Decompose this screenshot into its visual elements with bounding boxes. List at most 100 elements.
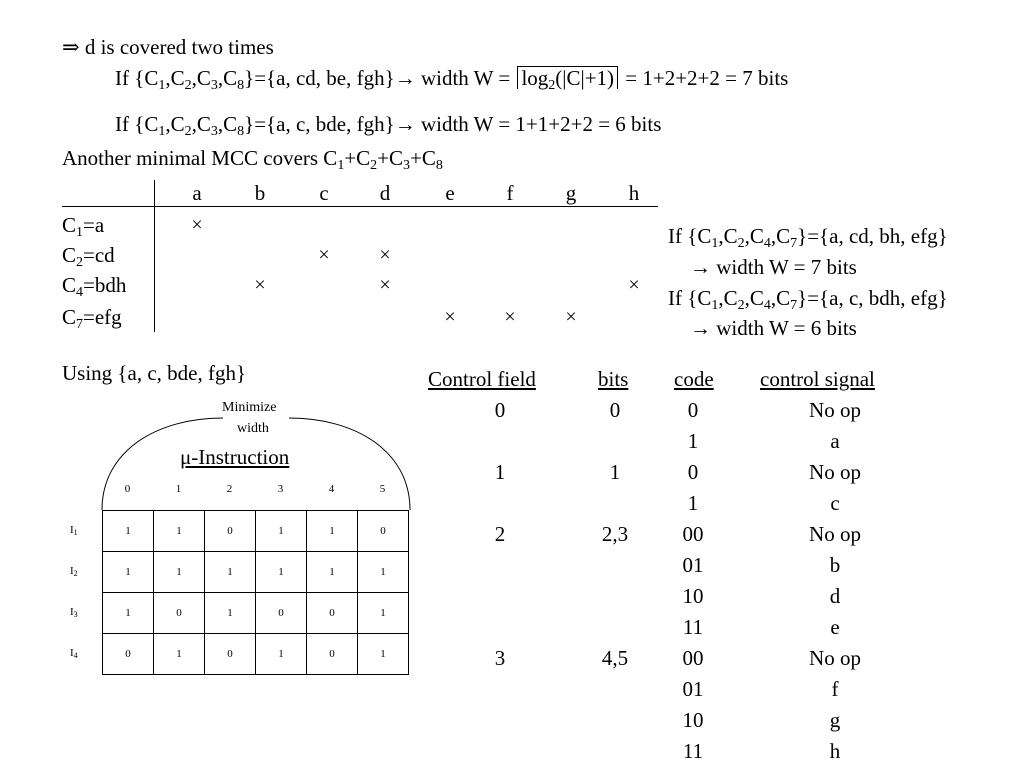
control-table-signal: No op [809,460,861,484]
mcc-row-label: C1=a [62,213,105,240]
control-table-code: 10 [682,584,704,608]
cover-mark: × [504,306,516,328]
micro-instruction-title: μ-Instruction [180,445,290,469]
ceiling-bracket: log2(|C|+1) [517,66,619,93]
intro-line-2: If {C1,C2,C3,C8}={a, cd, be, fgh}→ width… [115,66,789,93]
mcc-col-h: h [628,181,640,205]
using-label: Using {a, c, bde, fgh} [62,361,247,385]
micro-grid-cell: 1 [306,510,358,552]
control-table-signal: h [829,739,841,763]
control-table-bits: 1 [609,460,621,484]
header-control-field: Control field [428,367,536,391]
mcc-horizontal-rule [62,206,658,207]
mcc-row-label: C7=efg [62,305,122,332]
micro-grid-cell: 1 [357,633,409,675]
control-table-signal: No op [809,646,861,670]
micro-row-label: I2 [70,565,78,578]
micro-grid-cell: 0 [204,633,256,675]
micro-col-number: 5 [379,483,386,495]
micro-grid-cell: 1 [102,592,154,634]
intro-line-3: If {C1,C2,C3,C8}={a, c, bde, fgh}→ width… [115,112,662,139]
micro-grid-cell: 1 [153,551,205,593]
side-note-1: If {C1,C2,C4,C7}={a, cd, bh, efg} [668,224,948,251]
micro-grid-cell: 0 [102,633,154,675]
control-table-bits: 4,5 [601,646,629,670]
intro-line-4: Another minimal MCC covers C1+C2+C3+C8 [62,146,443,173]
control-table-signal: d [829,584,841,608]
control-table-signal: f [831,677,839,701]
cover-mark: × [565,306,577,328]
control-table-code: 1 [687,491,699,515]
mcc-col-e: e [445,181,455,205]
cover-mark: × [444,306,456,328]
micro-row-label: I4 [70,647,78,660]
micro-grid-cell: 0 [357,510,409,552]
header-code: code [674,367,714,391]
mcc-vertical-rule [154,180,155,332]
control-table-code: 01 [682,677,704,701]
control-table-field: 3 [494,646,506,670]
cover-mark: × [379,244,391,266]
micro-instruction-arch [101,417,411,511]
mcc-col-f: f [506,181,514,205]
control-table-code: 01 [682,553,704,577]
micro-grid-cell: 0 [306,592,358,634]
control-table-signal: c [830,491,840,515]
control-table-code: 0 [687,460,699,484]
micro-grid-cell: 1 [357,551,409,593]
control-table-signal: b [829,553,841,577]
micro-grid-cell: 1 [204,551,256,593]
micro-grid-cell: 1 [255,510,307,552]
micro-grid-cell: 1 [153,633,205,675]
mcc-col-b: b [254,181,266,205]
header-bits: bits [598,367,629,391]
cover-mark: × [318,244,330,266]
micro-col-number: 2 [226,483,233,495]
control-table-field: 0 [494,398,506,422]
micro-grid-cell: 1 [102,551,154,593]
micro-grid-cell: 1 [255,633,307,675]
side-note-2-result: → width W = 6 bits [690,316,857,340]
control-table-signal: No op [809,522,861,546]
control-table-bits: 2,3 [601,522,629,546]
mcc-col-c: c [319,181,329,205]
control-table-signal: a [830,429,840,453]
control-table-signal: e [830,615,840,639]
micro-grid-cell: 1 [357,592,409,634]
control-table-bits: 0 [609,398,621,422]
cover-mark: × [191,214,203,236]
micro-grid-cell: 1 [255,551,307,593]
cover-mark: × [628,274,640,296]
micro-row-label: I3 [70,606,78,619]
micro-col-number: 0 [124,483,131,495]
mcc-row-label: C4=bdh [62,273,127,300]
control-table-signal: No op [809,398,861,422]
minimize-label: Minimize [222,400,277,415]
header-control-signal: control signal [760,367,875,391]
micro-grid-cell: 1 [306,551,358,593]
micro-col-number: 4 [328,483,335,495]
cover-mark: × [379,274,391,296]
mcc-col-g: g [565,181,577,205]
micro-grid-cell: 0 [204,510,256,552]
micro-col-number: 1 [175,483,182,495]
micro-row-label: I1 [70,524,78,537]
cover-mark: × [254,274,266,296]
micro-grid-cell: 0 [306,633,358,675]
control-table-code: 00 [682,646,704,670]
control-table-code: 11 [682,739,704,763]
control-table-code: 10 [682,708,704,732]
control-table-signal: g [829,708,841,732]
width-label: width [237,421,269,436]
mcc-col-a: a [192,181,202,205]
control-table-code: 00 [682,522,704,546]
micro-grid-cell: 1 [102,510,154,552]
micro-grid-cell: 0 [153,592,205,634]
control-table-code: 1 [687,429,699,453]
mcc-col-d: d [379,181,391,205]
